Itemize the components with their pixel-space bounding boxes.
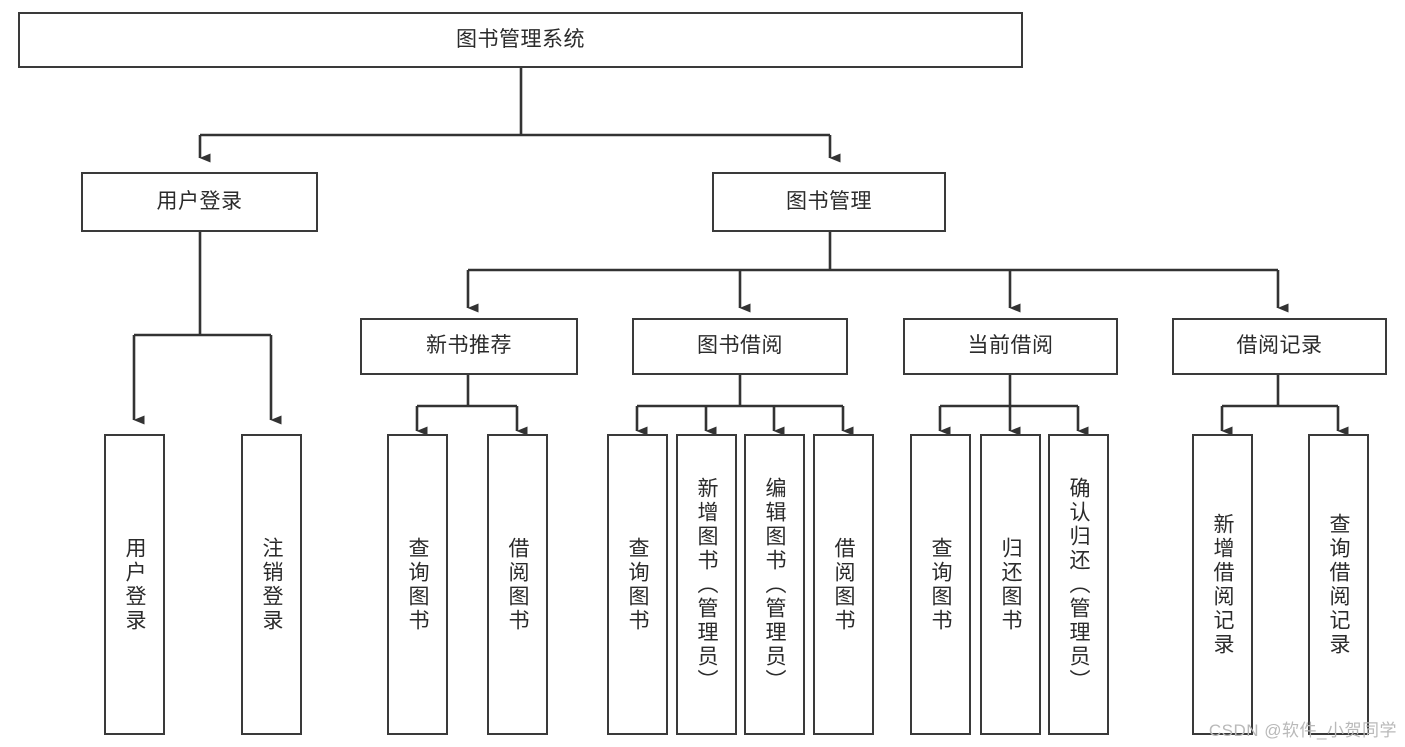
node-new-book-recommend[interactable]: 新书推荐 — [360, 318, 578, 375]
node-label: 图书管理系统 — [456, 27, 585, 51]
node-label: 图书借阅 — [697, 334, 783, 358]
leaf-borrow-book-recommend[interactable]: 借阅图书 — [487, 434, 548, 735]
node-label: 借阅图书 — [832, 536, 855, 633]
node-label: 查询图书 — [929, 536, 952, 633]
node-label: 用户登录 — [123, 536, 146, 633]
leaf-add-borrow-record[interactable]: 新增借阅记录 — [1192, 434, 1253, 735]
node-label: 查询借阅记录 — [1327, 512, 1350, 657]
leaf-query-book-borrow[interactable]: 查询图书 — [607, 434, 668, 735]
node-label: 用户登录 — [156, 189, 243, 213]
leaf-query-borrow-record[interactable]: 查询借阅记录 — [1308, 434, 1369, 735]
node-borrow-record[interactable]: 借阅记录 — [1172, 318, 1387, 375]
csdn-watermark: CSDN @软件_小贺同学 — [1208, 721, 1397, 740]
leaf-confirm-return-admin[interactable]: 确认归还（管理员） — [1048, 434, 1109, 735]
node-label: 新增图书（管理员） — [695, 476, 718, 693]
node-label: 编辑图书（管理员） — [763, 476, 786, 693]
node-book-borrow[interactable]: 图书借阅 — [632, 318, 848, 375]
leaf-add-book-admin[interactable]: 新增图书（管理员） — [676, 434, 737, 735]
node-user-login[interactable]: 用户登录 — [81, 172, 318, 232]
leaf-edit-book-admin[interactable]: 编辑图书（管理员） — [744, 434, 805, 735]
leaf-return-book[interactable]: 归还图书 — [980, 434, 1041, 735]
node-label: 确认归还（管理员） — [1067, 476, 1090, 693]
node-label: 查询图书 — [406, 536, 429, 633]
leaf-user-logout[interactable]: 注销登录 — [241, 434, 302, 735]
node-label: 查询图书 — [626, 536, 649, 633]
leaf-borrow-book[interactable]: 借阅图书 — [813, 434, 874, 735]
node-label: 借阅图书 — [506, 536, 529, 633]
node-current-borrow[interactable]: 当前借阅 — [903, 318, 1118, 375]
node-book-management[interactable]: 图书管理 — [712, 172, 946, 232]
node-label: 注销登录 — [260, 536, 283, 633]
leaf-user-login[interactable]: 用户登录 — [104, 434, 165, 735]
leaf-query-book-current[interactable]: 查询图书 — [910, 434, 971, 735]
node-label: 新增借阅记录 — [1211, 512, 1234, 657]
node-label: 归还图书 — [999, 536, 1022, 633]
node-label: 图书管理 — [786, 189, 872, 213]
node-label: 借阅记录 — [1236, 334, 1323, 358]
leaf-query-book-recommend[interactable]: 查询图书 — [387, 434, 448, 735]
node-label: 当前借阅 — [967, 334, 1054, 358]
node-root-book-management-system[interactable]: 图书管理系统 — [18, 12, 1023, 68]
node-label: 新书推荐 — [426, 334, 512, 358]
